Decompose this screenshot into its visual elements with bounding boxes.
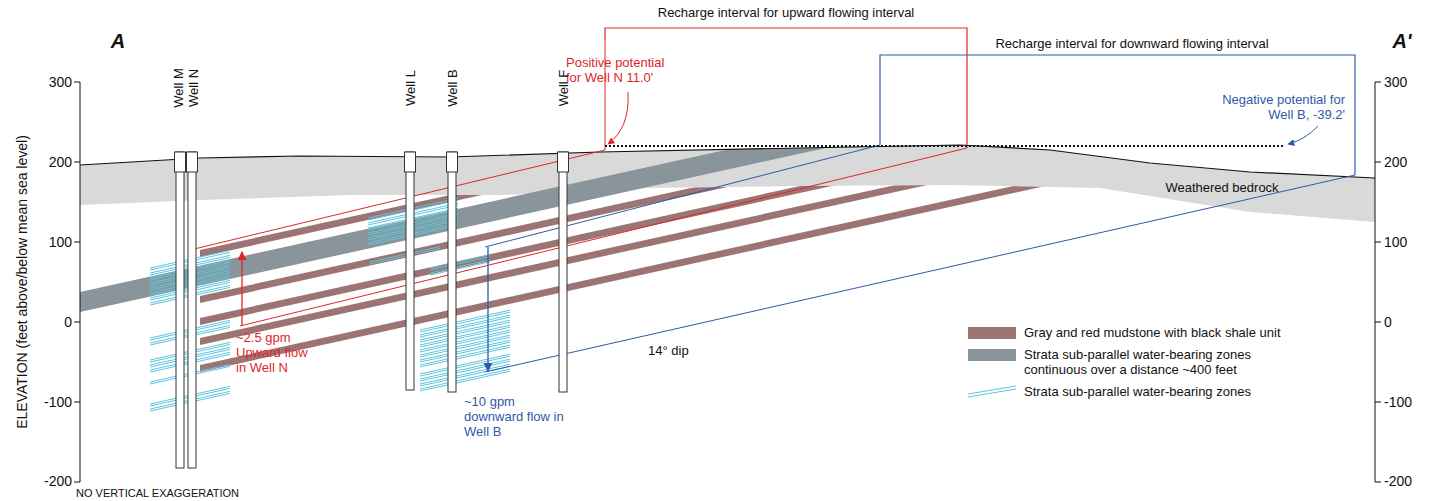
dip-label: 14° dip xyxy=(648,343,689,358)
axis-tick xyxy=(74,82,80,83)
well-pipe xyxy=(188,152,196,468)
legend-line-sample xyxy=(968,389,1016,397)
well-pipe xyxy=(176,152,184,468)
water-zone-line xyxy=(420,322,510,342)
well-casing xyxy=(558,152,569,172)
axis-tick xyxy=(1375,322,1381,323)
axis-tick xyxy=(1375,242,1381,243)
projection-line xyxy=(485,145,880,247)
water-zone-line xyxy=(420,369,510,389)
well-casing xyxy=(447,152,458,172)
section-end: A xyxy=(111,34,125,49)
bracket-label: Recharge interval for downward flowing i… xyxy=(995,36,1268,51)
axis-tick xyxy=(74,322,80,323)
well-pipe xyxy=(559,152,567,392)
water-zone-line xyxy=(370,249,440,264)
water-zone-line xyxy=(420,327,510,347)
mudstone-band xyxy=(200,0,1375,257)
continuous-water-zone xyxy=(80,7,1375,312)
potential-note: Negative potential for Well B, -39.2' xyxy=(1205,92,1345,122)
flow-note: ~2.5 gpm Upward flow in Well N xyxy=(236,330,321,375)
water-zone-line xyxy=(420,361,510,381)
tick-label: 0 xyxy=(64,315,72,330)
axis-tick xyxy=(1375,82,1381,83)
tick-label: 100 xyxy=(49,235,72,250)
water-zone-line xyxy=(430,262,490,275)
water-zone-line xyxy=(420,371,510,391)
projection-line xyxy=(240,148,967,326)
axis-tick xyxy=(1375,402,1381,403)
axis-line xyxy=(1375,82,1376,482)
water-zone-line xyxy=(420,312,510,332)
tick-label: -100 xyxy=(44,395,72,410)
water-zone-line xyxy=(430,260,490,273)
mudstone-band xyxy=(200,60,1375,326)
recharge-bracket xyxy=(605,28,967,148)
unit-name: Weathered bedrock xyxy=(1165,180,1278,195)
water-zone-line xyxy=(420,337,510,357)
tick-label: -200 xyxy=(1384,474,1412,489)
well-pipe xyxy=(448,152,456,392)
recharge-bracket xyxy=(880,55,1355,175)
water-zone-line xyxy=(420,332,510,352)
tick-label: 300 xyxy=(49,75,72,90)
well-casing xyxy=(405,152,416,172)
leader-arrow xyxy=(1288,126,1318,144)
scale-note: NO VERTICAL EXAGGERATION xyxy=(76,486,239,501)
projection-line xyxy=(485,175,1355,372)
tick-label: -100 xyxy=(1384,395,1412,410)
legend-swatch xyxy=(968,327,1016,339)
flow-note: ~10 gpm downward flow in Well B xyxy=(464,394,564,439)
axis-tick xyxy=(1375,482,1381,483)
legend-text: Strata sub-parallel water-bearing zones xyxy=(1024,384,1304,399)
tick-label: 200 xyxy=(1384,155,1407,170)
axis-tick xyxy=(74,402,80,403)
well-name: Well M xyxy=(171,68,186,107)
axis-title: ELEVATION (feet above/below mean sea lev… xyxy=(15,135,30,429)
potential-note: Positive potential for Well N 11.0' xyxy=(566,55,676,85)
mudstone-band xyxy=(200,38,1375,304)
legend-text: Strata sub-parallel water-bearing zones … xyxy=(1024,347,1304,377)
ground-surface xyxy=(80,145,1375,178)
flow-arrow xyxy=(241,252,242,326)
legend-text: Gray and red mudstone with black shale u… xyxy=(1024,325,1304,340)
axis-tick xyxy=(74,162,80,163)
water-zone-line xyxy=(420,356,510,376)
axis-tick xyxy=(1375,162,1381,163)
well-name: Well B xyxy=(445,69,460,106)
tick-label: 100 xyxy=(1384,235,1407,250)
flow-arrow xyxy=(487,247,488,371)
bracket-label: Recharge interval for upward flowing int… xyxy=(658,5,915,20)
tick-label: 0 xyxy=(1384,315,1392,330)
potential-line xyxy=(605,145,1285,147)
well-casing xyxy=(175,152,186,172)
well-name: Well F xyxy=(556,70,571,107)
legend-swatch xyxy=(968,349,1016,361)
leader-arrow xyxy=(608,92,628,144)
well-name: Well L xyxy=(403,70,418,106)
water-zone-line xyxy=(370,247,440,262)
section-end: A' xyxy=(1392,34,1411,49)
mudstone-band xyxy=(200,80,1375,346)
tick-label: 200 xyxy=(49,155,72,170)
tick-label: -200 xyxy=(44,474,72,489)
axis-tick xyxy=(74,242,80,243)
water-zone-line xyxy=(420,317,510,337)
tick-label: 300 xyxy=(1384,75,1407,90)
axis-tick xyxy=(74,482,80,483)
well-casing xyxy=(187,152,198,172)
projection-line xyxy=(190,150,605,250)
well-pipe xyxy=(406,152,414,390)
axis-line xyxy=(80,82,81,482)
well-name: Well N xyxy=(186,69,201,107)
